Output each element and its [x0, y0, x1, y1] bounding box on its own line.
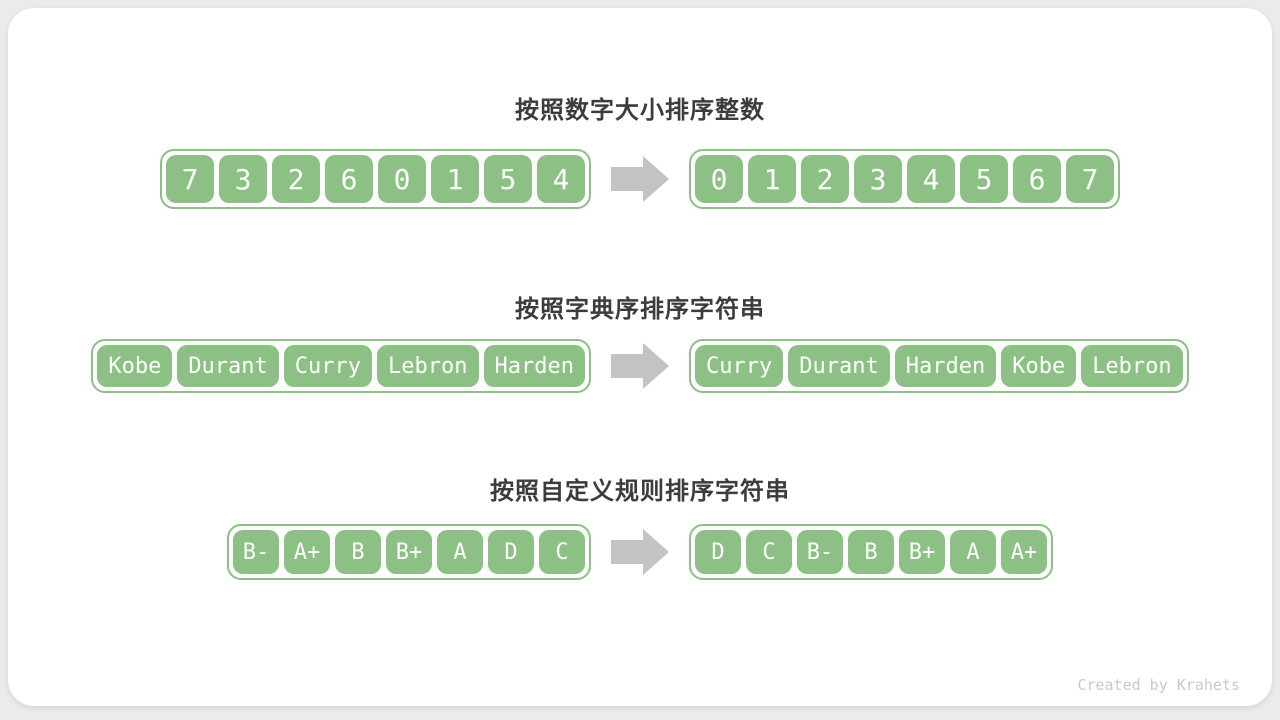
array-cell: Lebron — [1081, 345, 1183, 387]
right-arrow-icon — [611, 343, 669, 389]
array-cell: Kobe — [1001, 345, 1077, 387]
array-cell: 6 — [1013, 155, 1061, 203]
array-cell: C — [746, 530, 792, 574]
array-cell: 3 — [854, 155, 902, 203]
array-cell: Harden — [483, 345, 585, 387]
section-title-sort-integers: 按照数字大小排序整数 — [515, 97, 765, 124]
array-cell: Curry — [283, 345, 373, 387]
array-cell: B — [335, 530, 381, 574]
author-credit: Created by Krahets — [1077, 676, 1240, 694]
array-cell: B+ — [386, 530, 432, 574]
array-cell: 7 — [166, 155, 214, 203]
array-cell: A — [950, 530, 996, 574]
array-cell: A — [437, 530, 483, 574]
array-cell: A+ — [1001, 530, 1047, 574]
array-cell: A+ — [284, 530, 330, 574]
array-cell: 6 — [325, 155, 373, 203]
array-cell: 5 — [960, 155, 1008, 203]
array-cell: 2 — [272, 155, 320, 203]
array-cell: Durant — [788, 345, 890, 387]
array-cell: Durant — [177, 345, 279, 387]
array-cell: 1 — [431, 155, 479, 203]
array-cell: 7 — [1066, 155, 1114, 203]
section-title-sort-custom-rule: 按照自定义规则排序字符串 — [490, 478, 790, 505]
array-cell: B- — [797, 530, 843, 574]
array-cell: 0 — [378, 155, 426, 203]
array-cell: Curry — [695, 345, 784, 387]
array-cell: 5 — [484, 155, 532, 203]
array-cell: B — [848, 530, 894, 574]
array-cell: 4 — [907, 155, 955, 203]
array-cell: Kobe — [97, 345, 173, 387]
array-cell: 4 — [537, 155, 585, 203]
array-cell: 3 — [219, 155, 267, 203]
array-cell: 1 — [748, 155, 796, 203]
array-cell: Harden — [894, 345, 997, 387]
section-title-sort-lexicographic: 按照字典序排序字符串 — [515, 296, 765, 323]
array-cell: 2 — [801, 155, 849, 203]
array-cell: B+ — [899, 530, 945, 574]
array-cell: D — [488, 530, 534, 574]
array-cell: B- — [233, 530, 279, 574]
right-arrow-icon — [611, 529, 669, 575]
right-arrow-icon — [611, 156, 669, 202]
array-cell: C — [539, 530, 585, 574]
array-cell: D — [695, 530, 741, 574]
array-cell: Lebron — [377, 345, 479, 387]
array-cell: 0 — [695, 155, 743, 203]
